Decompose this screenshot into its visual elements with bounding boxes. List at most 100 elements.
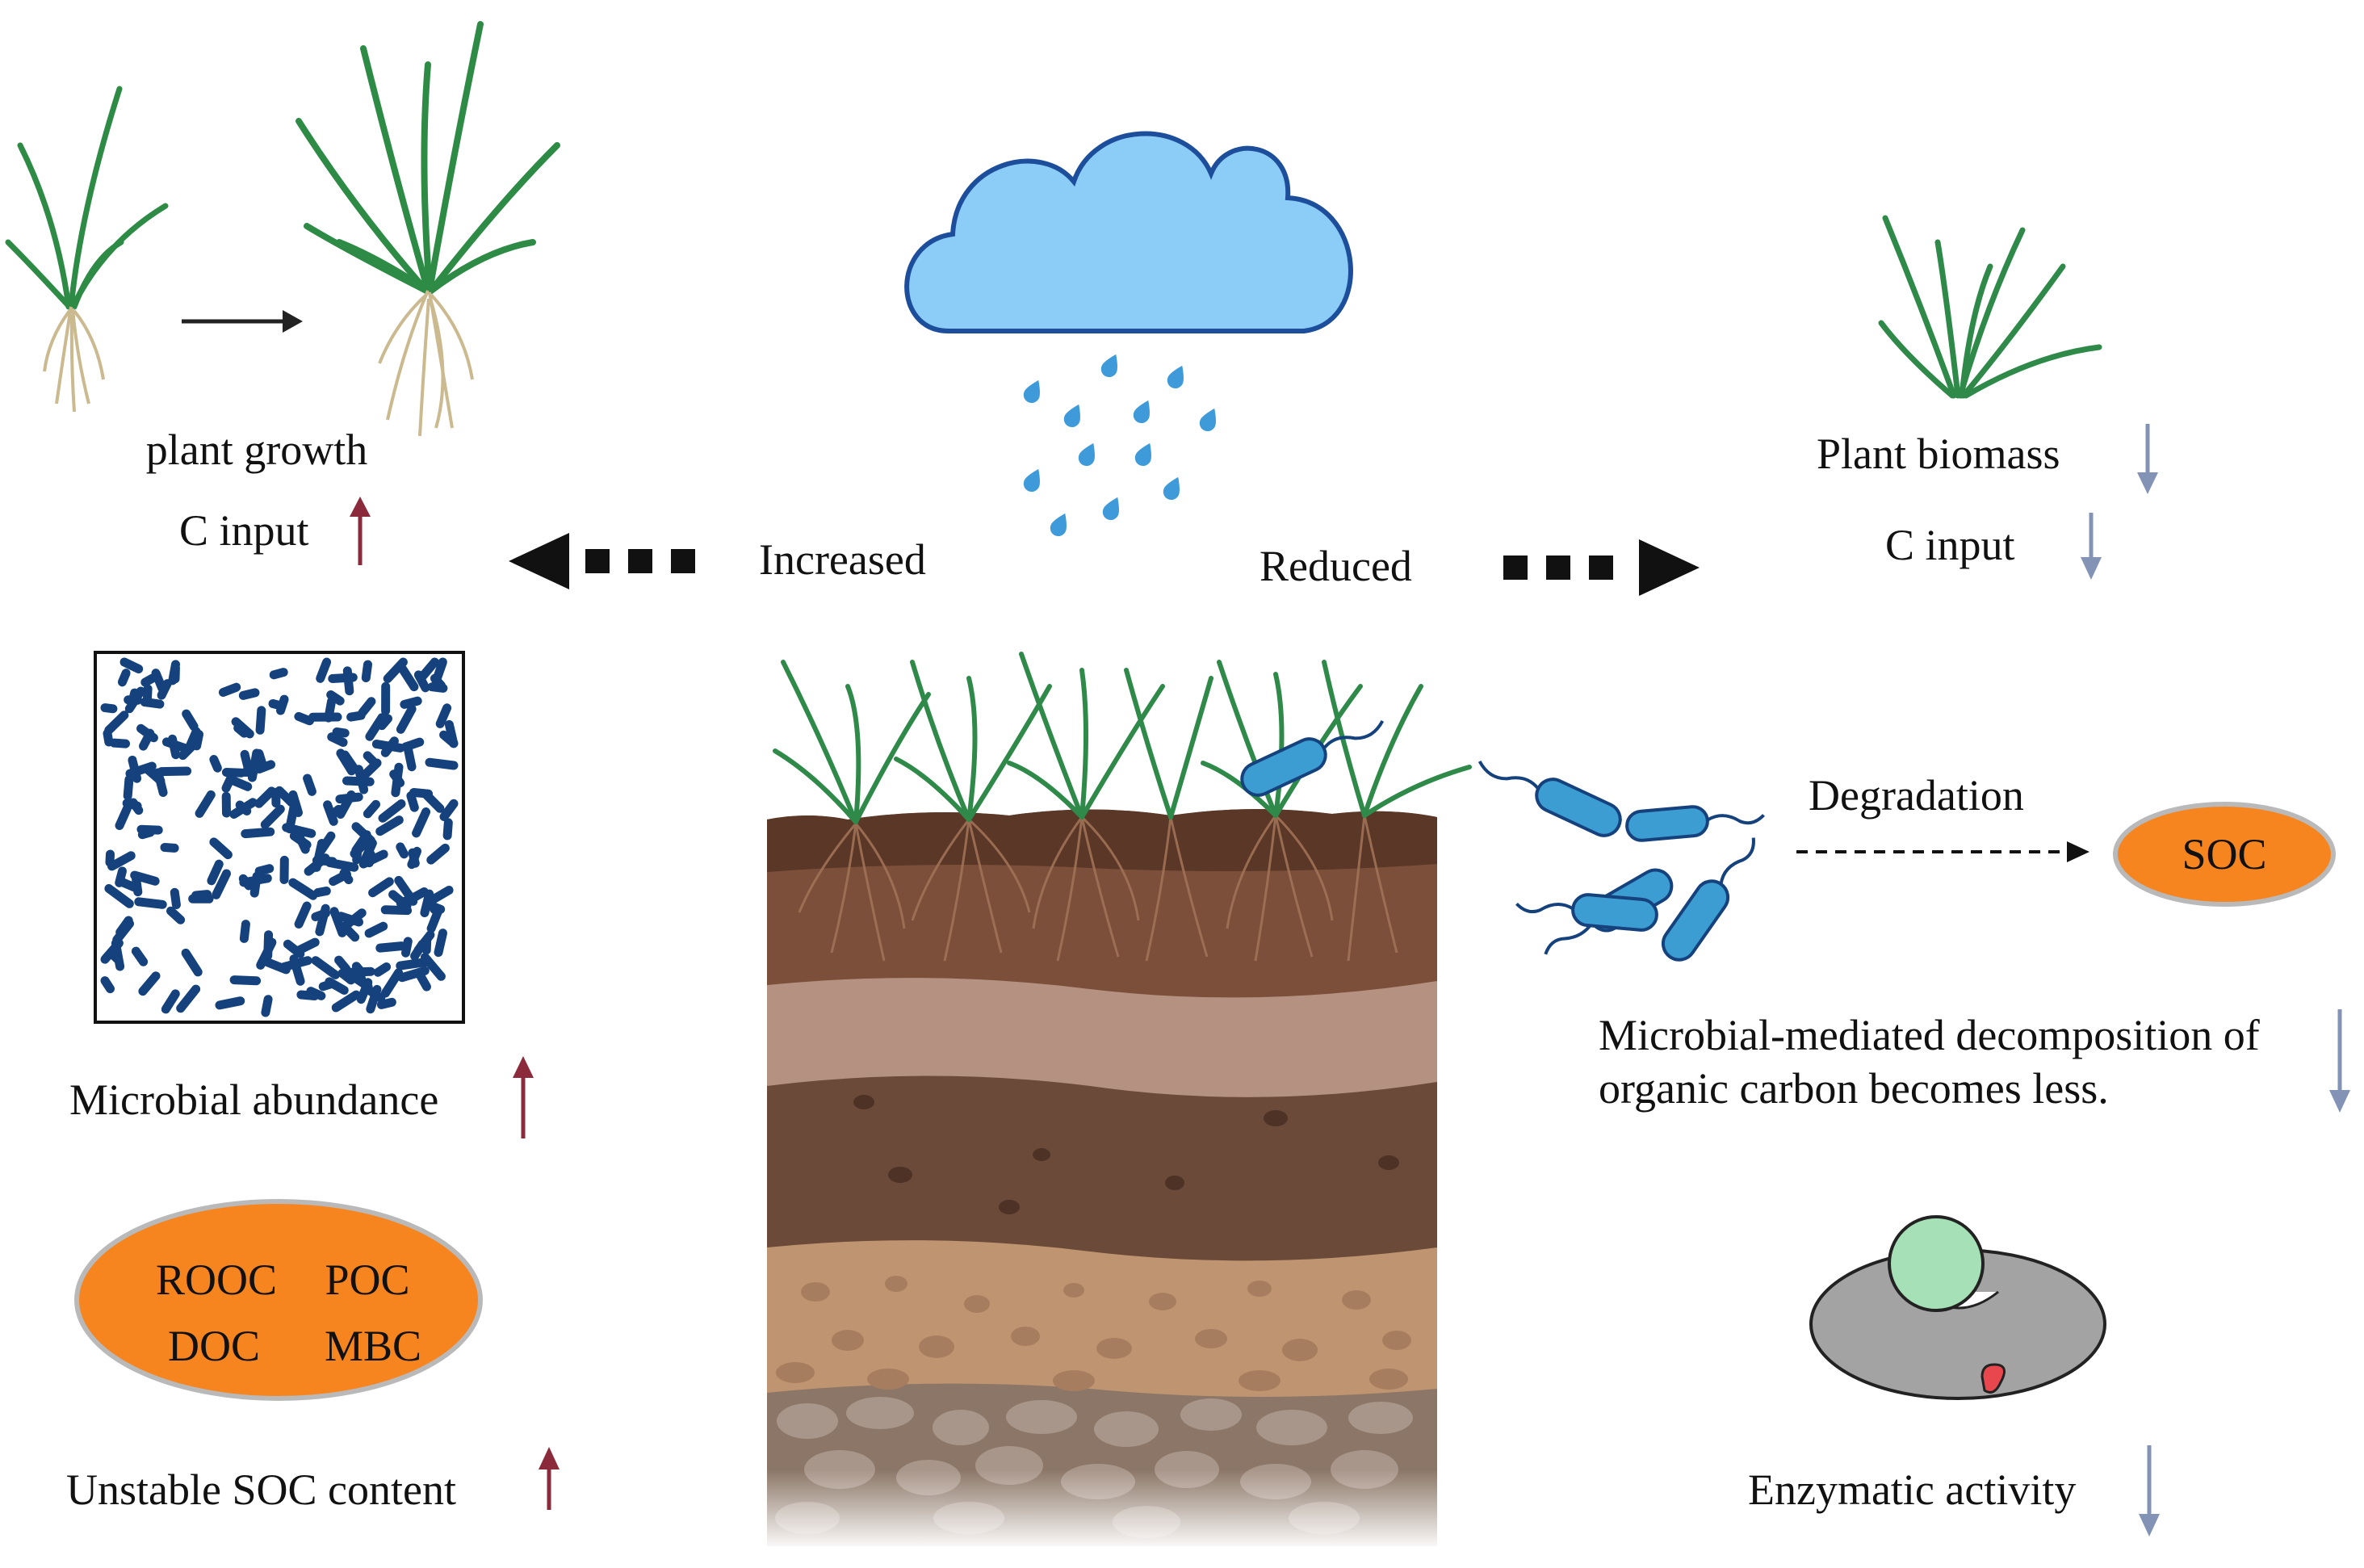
microbe-rod xyxy=(383,657,408,683)
microbe-rod xyxy=(403,742,417,772)
microbe-rod xyxy=(318,979,336,992)
microbe-rod xyxy=(107,851,136,871)
microbe-rod xyxy=(396,958,430,971)
microbe-rod xyxy=(104,884,134,908)
microbe-rod xyxy=(332,727,350,738)
microbe-rod xyxy=(426,843,450,865)
microbe-rod xyxy=(402,887,429,906)
microbe-rod xyxy=(229,798,258,819)
microbe-rod xyxy=(233,723,249,738)
microbe-rod xyxy=(401,937,413,958)
microbe-rod xyxy=(115,804,132,830)
microbe-rod xyxy=(140,673,157,687)
microbe-rod xyxy=(128,755,142,783)
reduced-label: Reduced xyxy=(1260,542,1412,590)
microbe-rod xyxy=(238,874,254,891)
microbe-rod xyxy=(313,887,331,897)
microbe-rod xyxy=(212,869,231,899)
microbe-rod xyxy=(410,940,427,961)
microbe-rod xyxy=(182,709,199,732)
microbe-rod xyxy=(341,923,360,942)
microbe-rod xyxy=(328,673,358,683)
microbe-rod xyxy=(311,956,340,979)
microbe-rod xyxy=(254,748,267,769)
microbe-rod xyxy=(218,682,241,697)
microbe-rod xyxy=(435,703,452,728)
microbe-rod xyxy=(138,971,161,996)
microbe-rod xyxy=(358,758,382,781)
microbe-rod xyxy=(294,901,312,929)
microbe-rod xyxy=(166,906,186,924)
c-input-right-label: C input xyxy=(1885,521,2015,569)
microbe-rod xyxy=(229,776,253,791)
microbe-rod xyxy=(288,878,318,900)
microbe-rod xyxy=(283,939,305,958)
microbe-rod xyxy=(366,984,382,1014)
microbe-rod xyxy=(363,799,380,819)
microbe-rod xyxy=(351,830,371,855)
microbe-rod xyxy=(260,804,285,829)
microbe-rod xyxy=(439,799,459,821)
microbe-rod xyxy=(229,975,262,986)
decomposition-label: Microbial-mediated decomposition of orga… xyxy=(1599,1011,2260,1113)
microbe-rod xyxy=(207,859,224,886)
microbe-rod xyxy=(254,786,276,808)
microbe-rod xyxy=(256,937,277,970)
microbe-rod xyxy=(268,699,287,711)
plant-biomass-label: Plant biomass xyxy=(1817,430,2060,478)
microbe-rod xyxy=(123,774,134,801)
soc-label: SOC xyxy=(2182,830,2266,878)
microbe-rod xyxy=(255,706,266,735)
microbe-rod xyxy=(426,907,442,933)
microbe-rod xyxy=(397,664,419,692)
microbe-rod xyxy=(170,887,181,909)
microbe-rod xyxy=(408,848,420,868)
enzymatic-activity-label: Enzymatic activity xyxy=(1748,1465,2077,1514)
microbe-rod xyxy=(100,703,118,714)
microbial-abundance-label: Microbial abundance xyxy=(69,1075,439,1124)
microbe-rod xyxy=(131,946,149,966)
microbe-rod xyxy=(134,897,167,909)
microbe-rod xyxy=(161,989,180,1014)
degradation-label: Degradation xyxy=(1809,771,2024,820)
microbe-rod xyxy=(128,798,144,815)
microbe-rod xyxy=(140,698,165,709)
microbe-rod xyxy=(397,966,430,983)
microbe-rod xyxy=(103,728,114,747)
microbe-rod xyxy=(364,921,388,938)
microbe-rod xyxy=(130,870,160,886)
microbe-rod xyxy=(361,660,372,682)
microbe-rod xyxy=(115,916,133,937)
plant-growth-label: plant growth xyxy=(145,426,368,474)
microbe-rod xyxy=(327,732,348,747)
microbe-rod xyxy=(358,849,388,869)
microbe-rod xyxy=(288,790,303,817)
microbe-rod xyxy=(375,941,406,953)
microbe-rod xyxy=(178,736,203,761)
microbe-rod xyxy=(406,791,419,812)
microbe-rod xyxy=(136,824,163,835)
microbe-rod xyxy=(417,657,439,681)
microbe-rod xyxy=(363,751,378,766)
microbe-rod xyxy=(368,877,394,898)
microbe-rod xyxy=(371,740,405,753)
microbe-rod xyxy=(143,684,153,702)
microbe-rod xyxy=(160,843,179,853)
microbe-rod xyxy=(303,774,316,796)
microbe-rod xyxy=(377,714,392,731)
microbe-rod xyxy=(239,920,250,943)
microbe-rod xyxy=(356,978,373,1004)
